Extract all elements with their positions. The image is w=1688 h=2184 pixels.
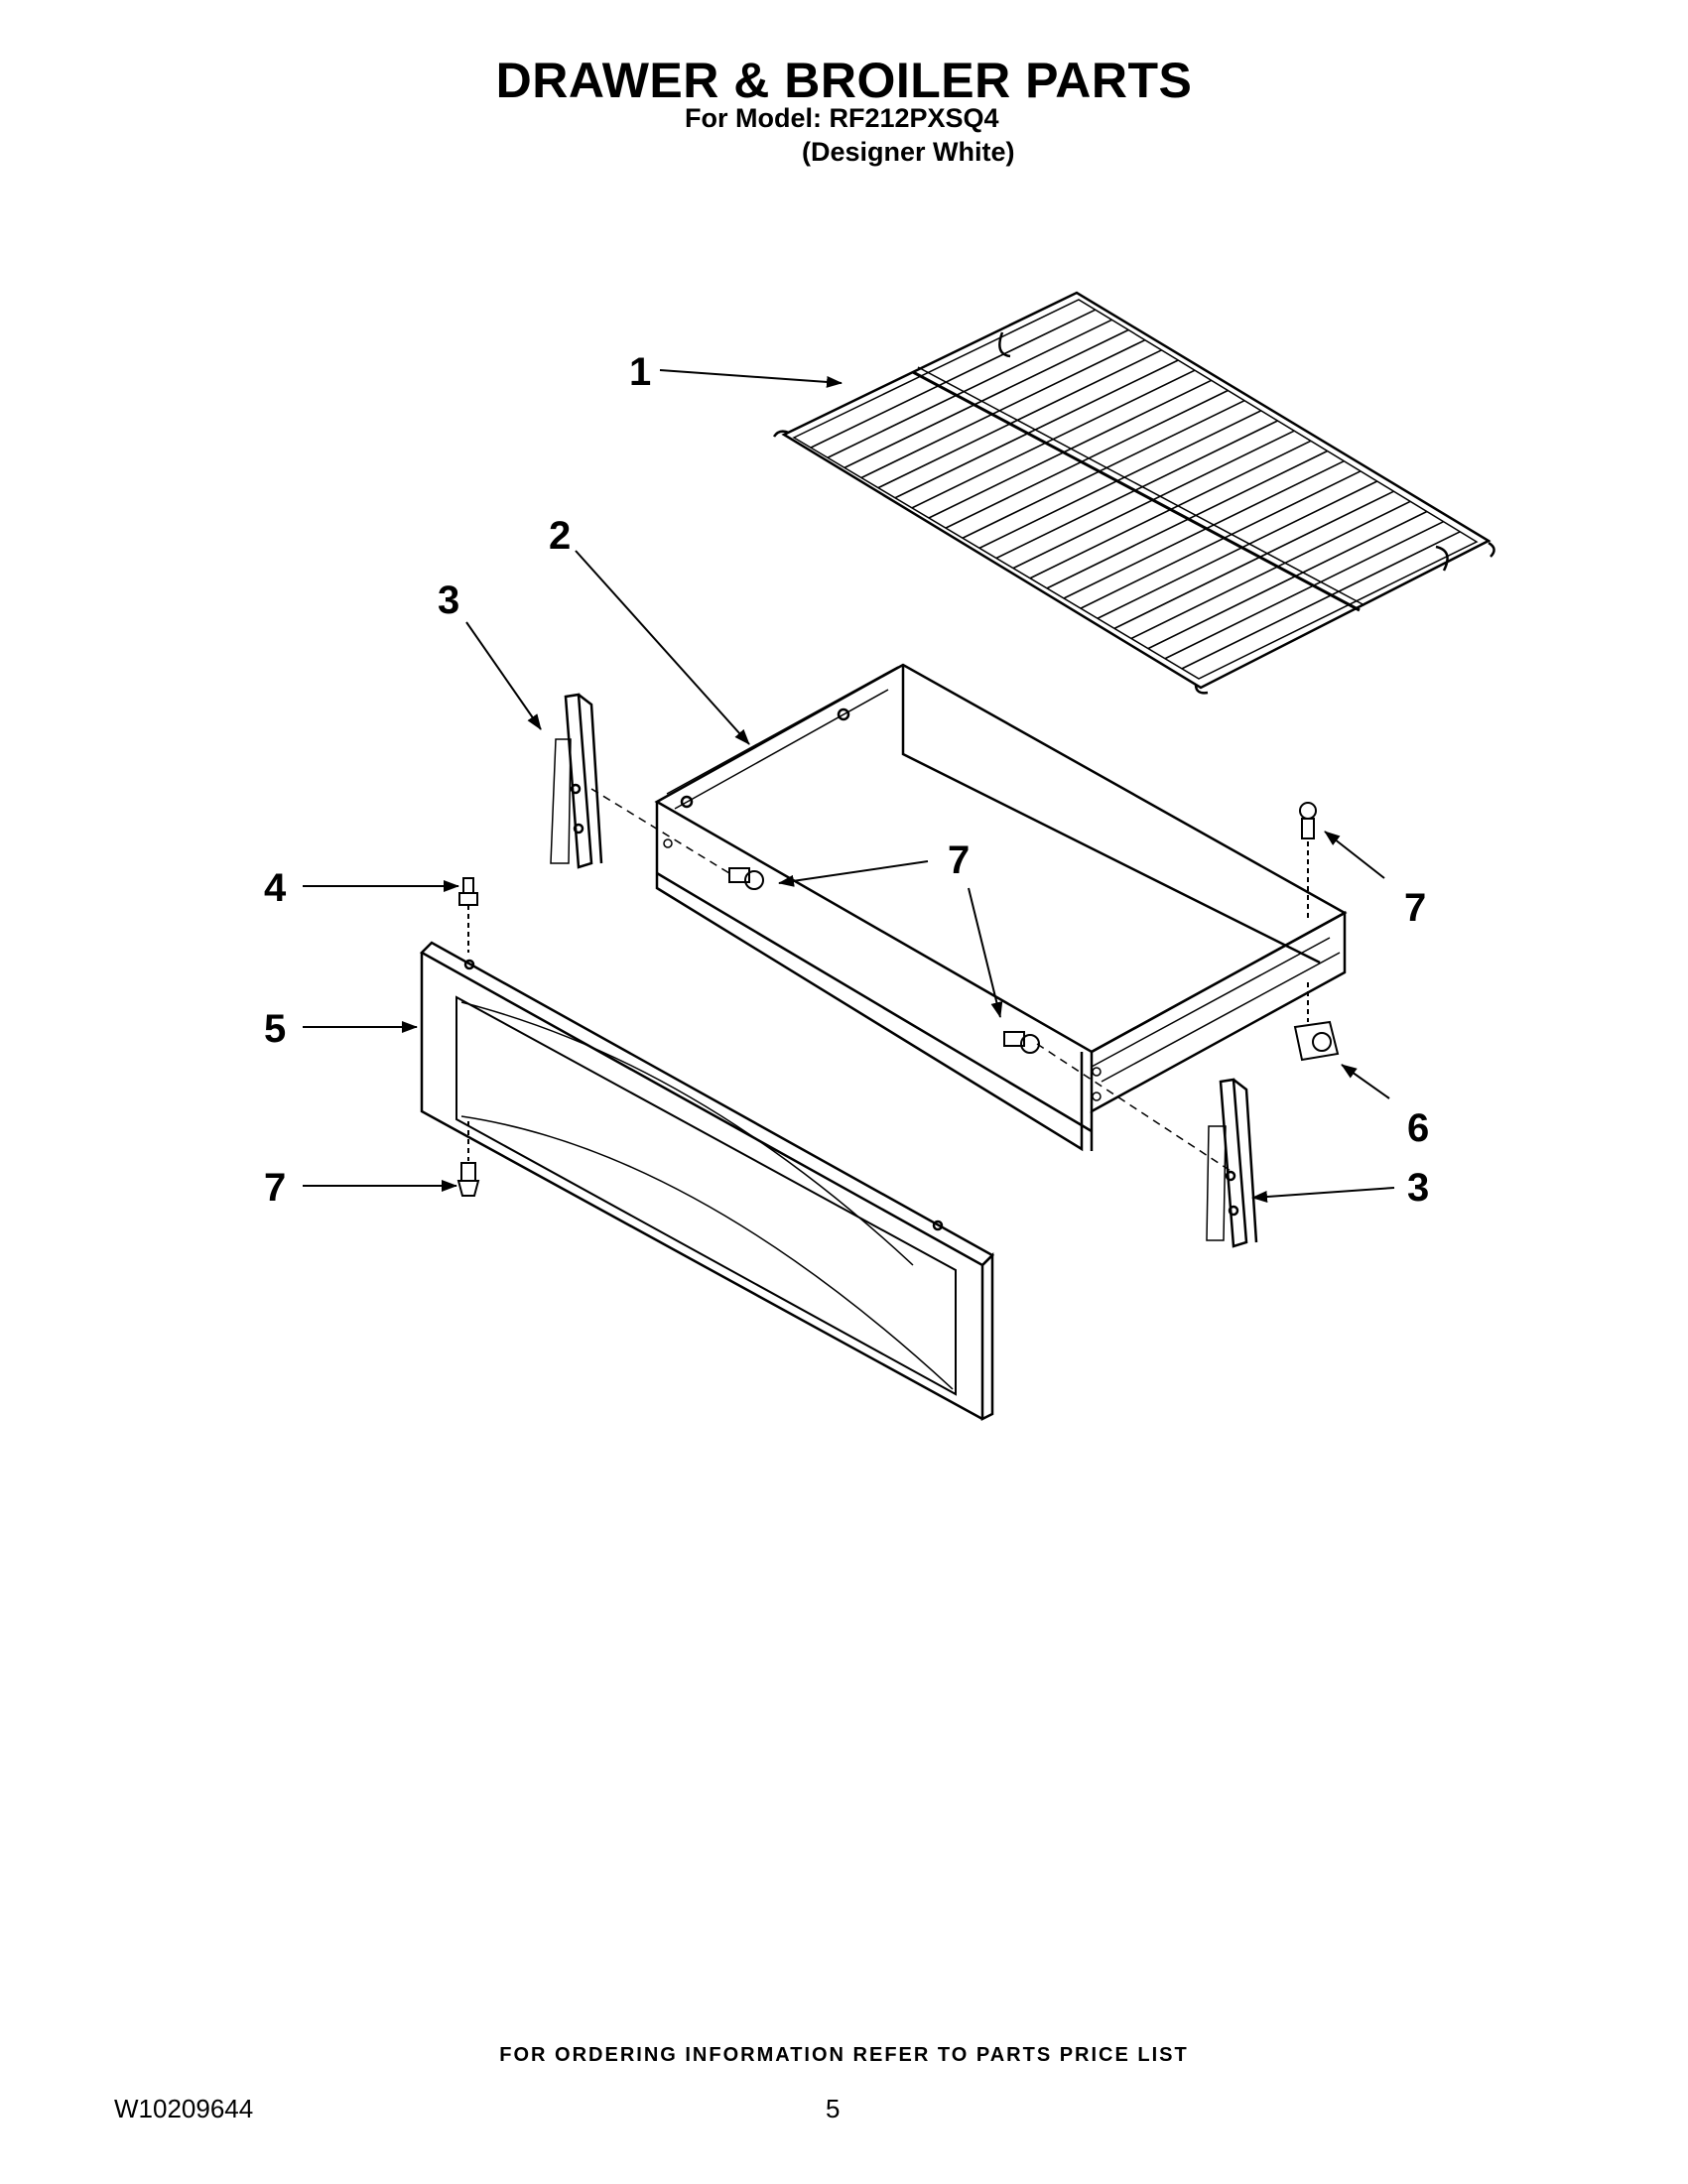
callout-7-right: 7 xyxy=(1404,886,1426,930)
page-title: DRAWER & BROILER PARTS xyxy=(495,53,1193,108)
rack-wire xyxy=(1164,520,1444,660)
callout-1: 1 xyxy=(629,350,651,394)
callout-2: 2 xyxy=(549,514,571,558)
callout-4: 4 xyxy=(264,866,287,910)
rack-wire xyxy=(1113,490,1394,630)
rack-wire xyxy=(860,338,1146,479)
callout-3-left: 3 xyxy=(438,578,459,622)
document-number: W10209644 xyxy=(114,2094,254,2123)
broiler-rack xyxy=(772,291,1495,695)
rack-wire xyxy=(928,379,1213,519)
drawer-front-panel xyxy=(419,941,995,1422)
rack-wire xyxy=(810,309,1097,449)
callout-7-left: 7 xyxy=(264,1166,286,1210)
rack-wire xyxy=(844,328,1129,469)
model-line: For Model: RF212PXSQ4 xyxy=(685,103,999,133)
rack-wire xyxy=(1012,430,1295,570)
rack-wire xyxy=(911,369,1196,509)
rack-wire xyxy=(1080,470,1362,609)
callout-3-right: 3 xyxy=(1407,1166,1429,1210)
stud-part-4 xyxy=(458,877,478,953)
screw-lower-center xyxy=(1003,1031,1040,1054)
ordering-note: FOR ORDERING INFORMATION REFER TO PARTS … xyxy=(499,2044,1189,2066)
clip-part-6 xyxy=(1293,982,1340,1062)
rack-wire xyxy=(1130,500,1411,640)
assembly-lines xyxy=(590,788,1232,1172)
rack-wire xyxy=(1147,510,1428,650)
rack-wire xyxy=(995,420,1278,560)
rack-wire xyxy=(945,389,1229,529)
rack-wire xyxy=(827,319,1112,458)
screw-right xyxy=(1299,802,1317,918)
rack-wire xyxy=(877,349,1162,489)
callout-5: 5 xyxy=(264,1007,286,1051)
rack-wire xyxy=(1029,440,1312,579)
rack-wire xyxy=(894,359,1179,499)
rack-wire xyxy=(1097,480,1378,619)
drawer-slide-right xyxy=(1206,1078,1258,1248)
screw-center xyxy=(728,867,764,890)
rack-wire xyxy=(1046,450,1328,589)
rack-wire xyxy=(962,399,1245,539)
leader-arrows xyxy=(303,369,1395,1203)
callout-7-center: 7 xyxy=(948,838,970,882)
rack-wire xyxy=(1181,531,1461,670)
drawer-body xyxy=(654,663,1348,1152)
callout-6: 6 xyxy=(1407,1106,1429,1150)
variant-line: (Designer White) xyxy=(802,137,1015,167)
rack-wire xyxy=(978,410,1262,550)
drawer-slide-left xyxy=(550,693,603,869)
screw-front-bottom xyxy=(456,1121,480,1197)
rack-wire xyxy=(1063,459,1345,599)
page-number: 5 xyxy=(826,2094,841,2123)
